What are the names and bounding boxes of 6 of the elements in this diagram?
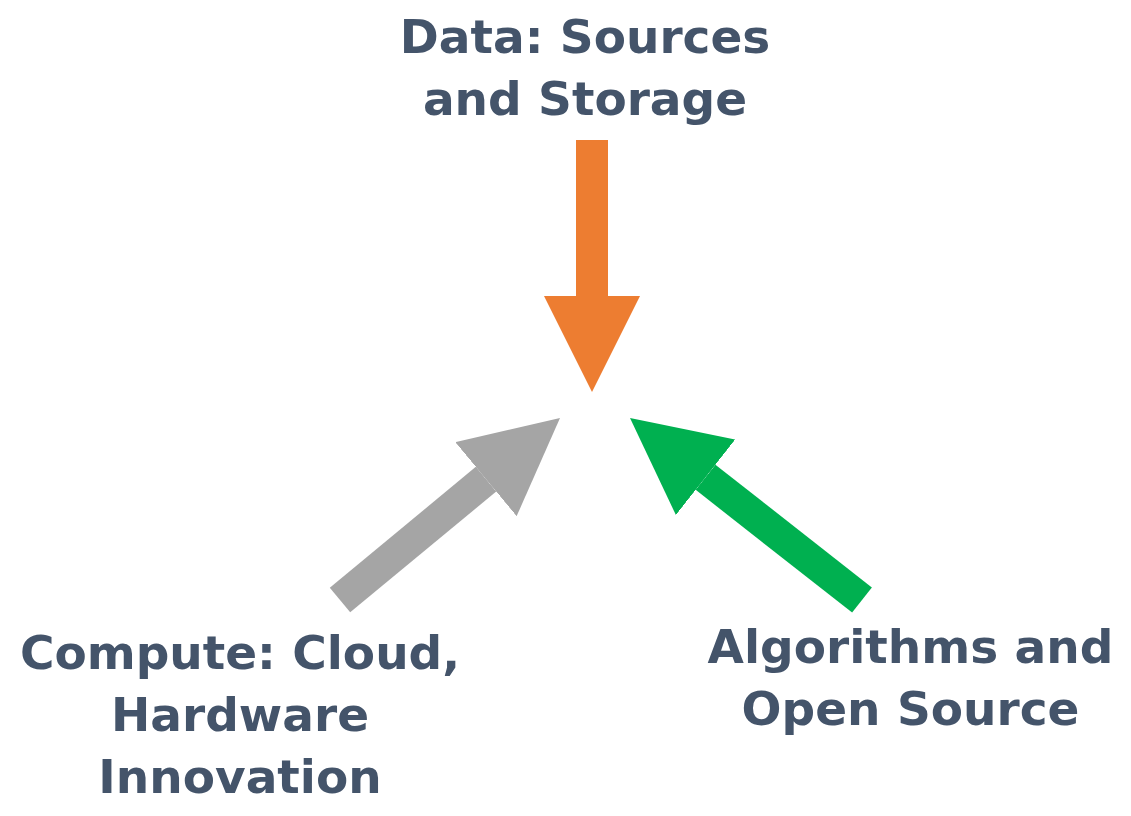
node-label: Data: Sources and Storage xyxy=(398,8,772,129)
node-label: Compute: Cloud, Hardware Innovation xyxy=(18,624,462,807)
arrow xyxy=(630,418,872,613)
node-label: Algorithms and Open Source xyxy=(706,618,1115,739)
arrow xyxy=(544,140,640,392)
arrow xyxy=(329,418,560,613)
